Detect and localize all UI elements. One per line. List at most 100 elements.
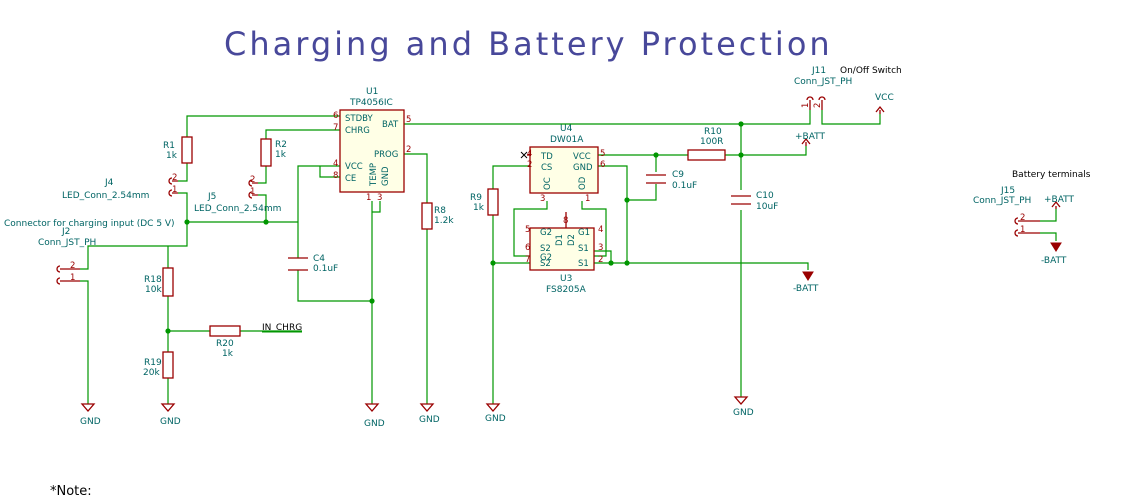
svg-text:GND: GND (733, 408, 754, 418)
svg-text:8: 8 (333, 171, 338, 181)
svg-text:VCC: VCC (573, 152, 591, 162)
svg-text:Conn_JST_PH: Conn_JST_PH (973, 196, 1031, 206)
svg-text:J5: J5 (207, 192, 216, 202)
u4-dw01a: U4 DW01A TD CS VCC GND OC OD 4 2 5 6 3 1 (520, 124, 605, 204)
footer-note: *Note: (50, 484, 92, 496)
svg-text:G2: G2 (540, 228, 552, 238)
svg-text:R20: R20 (216, 339, 234, 349)
svg-text:1: 1 (250, 187, 255, 197)
svg-text:10uF: 10uF (756, 202, 778, 212)
sheet-title: Charging and Battery Protection (224, 25, 833, 63)
svg-text:7: 7 (525, 255, 530, 265)
svg-text:CE: CE (345, 174, 356, 184)
svg-text:C9: C9 (672, 170, 684, 180)
svg-text:10k: 10k (145, 285, 162, 295)
svg-text:100R: 100R (700, 137, 723, 147)
svg-text:U4: U4 (560, 124, 573, 134)
svg-text:4: 4 (333, 159, 338, 169)
batt-pos-symbol-j15: +BATT (1044, 195, 1075, 209)
svg-text:R19: R19 (144, 358, 162, 368)
net-label-in-chrg: IN_CHRG (262, 323, 302, 333)
gnd-symbol-r8: GND (419, 403, 440, 425)
svg-text:5: 5 (600, 149, 605, 159)
svg-text:BAT: BAT (382, 120, 399, 130)
svg-text:+BATT: +BATT (1044, 195, 1075, 205)
annotation-charging-input: Connector for charging input (DC 5 V) (4, 219, 175, 229)
svg-text:2: 2 (406, 145, 411, 155)
svg-text:6: 6 (600, 160, 605, 170)
svg-text:2: 2 (527, 160, 532, 170)
junctions (165, 121, 744, 334)
svg-text:FS8205A: FS8205A (546, 285, 587, 295)
svg-text:OC: OC (543, 177, 553, 190)
svg-text:LED_Conn_2.54mm: LED_Conn_2.54mm (62, 191, 149, 201)
svg-text:1: 1 (585, 194, 590, 204)
svg-text:2: 2 (70, 261, 75, 271)
svg-text:7: 7 (333, 123, 338, 133)
gnd-symbol-j2: GND (80, 403, 101, 427)
svg-text:GND: GND (80, 417, 101, 427)
svg-text:3: 3 (377, 193, 382, 203)
svg-text:0.1uF: 0.1uF (672, 181, 697, 191)
svg-text:J2: J2 (61, 227, 70, 237)
svg-text:5: 5 (406, 115, 411, 125)
svg-text:VCC: VCC (875, 93, 894, 103)
svg-text:CS: CS (541, 163, 552, 173)
svg-text:4: 4 (527, 149, 532, 159)
batt-neg-symbol-j15: -BATT (1041, 242, 1067, 266)
svg-text:S2: S2 (540, 244, 551, 254)
svg-text:0.1uF: 0.1uF (313, 264, 338, 274)
svg-text:Conn_JST_PH: Conn_JST_PH (38, 238, 96, 248)
svg-text:1: 1 (366, 193, 371, 203)
svg-text:2: 2 (598, 255, 603, 265)
svg-text:S1: S1 (578, 259, 589, 269)
power-symbols: GND GND GND GND GND GND VCC +BATT -BATT … (80, 93, 1075, 429)
svg-text:C4: C4 (313, 254, 325, 264)
batt-pos-symbol: +BATT (795, 132, 826, 146)
batt-neg-symbol: -BATT (793, 271, 819, 294)
svg-text:20k: 20k (143, 368, 160, 378)
u1-tp4056: U1 TP4056IC STDBY CHRG VCC CE BAT PROG T… (333, 87, 411, 203)
svg-text:1k: 1k (473, 203, 485, 213)
gnd-symbol-r19: GND (160, 403, 181, 427)
svg-text:STDBY: STDBY (345, 114, 373, 124)
svg-text:GND: GND (364, 419, 385, 429)
svg-text:LED_Conn_2.54mm: LED_Conn_2.54mm (194, 204, 281, 214)
svg-text:CHRG: CHRG (345, 126, 370, 136)
capacitors: C4 0.1uF C9 0.1uF C10 10uF (288, 170, 778, 274)
svg-text:J15: J15 (1000, 186, 1015, 196)
svg-text:S2: S2 (540, 259, 551, 269)
svg-text:GND: GND (485, 414, 506, 424)
svg-text:GND: GND (573, 163, 593, 173)
svg-text:1: 1 (1020, 225, 1025, 235)
svg-text:1: 1 (801, 103, 811, 108)
svg-text:4: 4 (598, 225, 603, 235)
svg-text:GND: GND (381, 166, 391, 186)
svg-text:J4: J4 (104, 178, 114, 188)
svg-text:VCC: VCC (345, 162, 363, 172)
svg-text:5: 5 (525, 225, 530, 235)
svg-text:R8: R8 (434, 206, 446, 216)
svg-text:G1: G1 (578, 228, 590, 238)
svg-text:GND: GND (419, 415, 440, 425)
annotation-battery-terminals: Battery terminals (1012, 170, 1091, 180)
svg-text:OD: OD (578, 176, 588, 190)
svg-text:+BATT: +BATT (795, 132, 826, 142)
svg-text:TEMP: TEMP (369, 163, 379, 187)
svg-text:1: 1 (172, 185, 177, 195)
svg-text:G2: G2 (540, 253, 552, 263)
svg-text:2: 2 (250, 175, 255, 185)
svg-text:-BATT: -BATT (793, 284, 819, 294)
svg-text:C10: C10 (756, 191, 774, 201)
svg-text:6: 6 (525, 243, 530, 253)
svg-text:2: 2 (813, 103, 823, 108)
svg-text:S1: S1 (578, 244, 589, 254)
gnd-symbol-r9: GND (485, 403, 506, 424)
svg-text:2: 2 (1020, 213, 1025, 223)
svg-text:6: 6 (333, 111, 338, 121)
vcc-symbol: VCC (875, 93, 894, 114)
svg-text:R9: R9 (470, 193, 482, 203)
svg-text:3: 3 (540, 194, 545, 204)
svg-text:R1: R1 (163, 141, 175, 151)
